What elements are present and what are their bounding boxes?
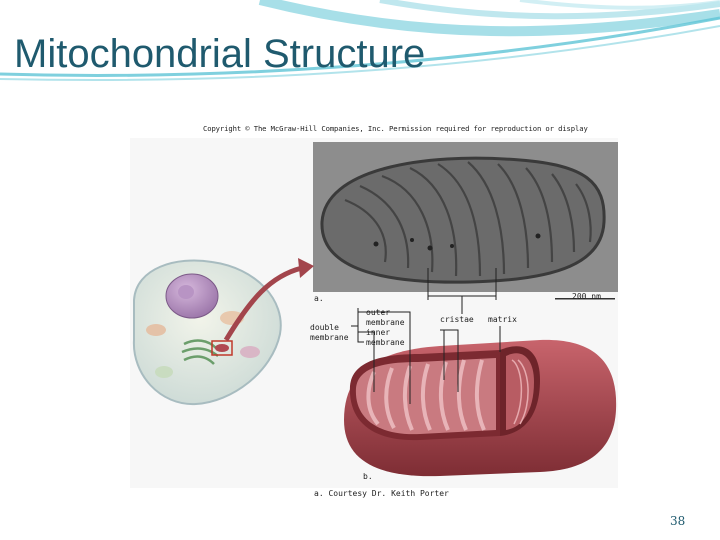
double-membrane-label-line1: double xyxy=(310,323,339,332)
cell-illustration xyxy=(132,258,314,406)
page-number: 38 xyxy=(670,514,686,528)
slide-title: Mitochondrial Structure xyxy=(14,32,426,76)
panel-b-label: b. xyxy=(363,472,373,481)
electron-micrograph xyxy=(313,142,618,300)
matrix-label: matrix xyxy=(488,315,517,324)
panel-a-label: a. xyxy=(314,294,324,303)
inner-membrane-label-line1: inner xyxy=(366,328,390,337)
outer-membrane-label-line1: outer xyxy=(366,308,390,317)
highlight-box xyxy=(211,340,233,356)
photo-credit: a. Courtesy Dr. Keith Porter xyxy=(314,489,449,498)
mitochondrion-3d-model xyxy=(344,339,617,477)
outer-membrane-label-line2: membrane xyxy=(366,318,405,327)
scale-bar-label: 200 nm xyxy=(572,292,601,301)
zoom-arrow xyxy=(223,265,303,342)
leader-lines xyxy=(351,268,501,404)
copyright-notice: Copyright © The McGraw-Hill Companies, I… xyxy=(203,124,588,133)
double-membrane-label-line2: membrane xyxy=(310,333,349,342)
inner-membrane-label-line2: membrane xyxy=(366,338,405,347)
cristae-label: cristae xyxy=(440,315,474,324)
header-swoosh-decoration xyxy=(0,0,720,82)
